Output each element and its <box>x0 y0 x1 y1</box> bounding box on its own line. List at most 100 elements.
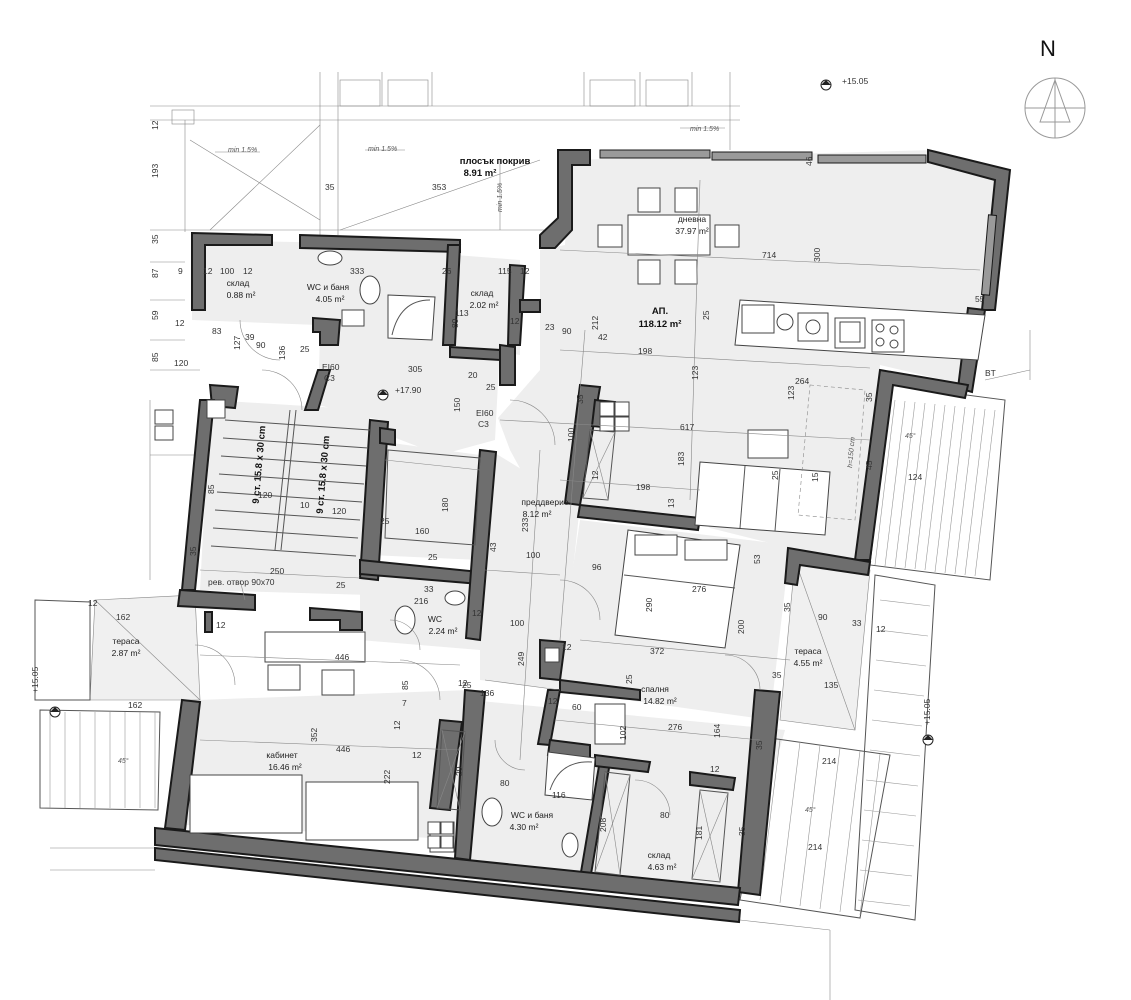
dim: 15 <box>810 472 820 482</box>
dim: 120 <box>258 490 272 500</box>
dim: 100 <box>566 428 576 442</box>
dim: 136 <box>277 346 287 360</box>
dim: 35 <box>737 826 747 836</box>
north-label: N <box>1040 36 1056 61</box>
north-compass <box>1024 77 1086 139</box>
dim: 102 <box>618 726 628 740</box>
dim: 9 <box>178 266 183 276</box>
dim: 59 <box>150 310 160 320</box>
wc-area: 2.24 m² <box>429 626 458 636</box>
dim: 115 <box>498 266 512 276</box>
dim: 150 <box>452 398 462 412</box>
dim: 214 <box>822 756 836 766</box>
dim: 12 <box>458 678 468 688</box>
dim: 162 <box>128 700 142 710</box>
dim: 29 <box>454 766 464 776</box>
c3-a: C3 <box>324 373 335 383</box>
dim: 60 <box>572 702 582 712</box>
dim: 23 <box>545 322 555 332</box>
ei60-a: EI60 <box>322 362 340 372</box>
dim: 276 <box>692 584 706 594</box>
bedroom-area: 14.82 m² <box>643 696 677 706</box>
roof-area: 8.91 m² <box>464 168 497 179</box>
dim: 85 <box>150 352 160 362</box>
slope-3: min 1.5% <box>690 126 719 133</box>
dim: 35 <box>188 546 198 556</box>
dim: 12 <box>562 642 572 652</box>
terrace-left-name: тераса <box>113 636 140 646</box>
dim: 35 <box>575 394 585 404</box>
dim: 352 <box>309 728 319 742</box>
dim: 100 <box>526 550 540 560</box>
storage-left-name: склад <box>227 278 250 288</box>
dim: 12 <box>150 120 160 130</box>
dim: 25 <box>462 680 472 690</box>
wc-bath-top-name: WC и баня <box>307 282 350 292</box>
dim: 25 <box>624 674 634 684</box>
dim: 35 <box>782 602 792 612</box>
dim: 100 <box>510 618 524 628</box>
dim: 198 <box>636 482 650 492</box>
dim: 12 <box>412 750 422 760</box>
dim: 85 <box>206 484 216 494</box>
dimension-texts: 12 193 35 353 87 59 85 35 9 12 100 12 33… <box>88 120 985 852</box>
office-name: кабинет <box>266 750 297 760</box>
dim: 181 <box>694 826 704 840</box>
dim: 276 <box>668 722 682 732</box>
dim: 25 <box>701 310 711 320</box>
dim: 183 <box>676 452 686 466</box>
dim: 12 <box>243 266 253 276</box>
dim: 53 <box>752 554 762 564</box>
dimension-lines <box>199 179 981 761</box>
top-neighbour-windows <box>171 79 689 125</box>
dim: 7 <box>402 698 407 708</box>
dim: 33 <box>424 584 434 594</box>
dim: 12 <box>203 266 213 276</box>
wc-bath-bottom-name: WC и баня <box>511 810 554 820</box>
dim: 12 <box>710 764 720 774</box>
terrace-right-area: 4.55 m² <box>794 658 823 668</box>
dim: 12 <box>548 696 558 706</box>
roof-name: плосък покрив <box>460 156 531 167</box>
dim: 249 <box>516 652 526 666</box>
dim: 135 <box>824 680 838 690</box>
apartment-area: 118.12 m² <box>639 319 682 330</box>
dim: 222 <box>382 770 392 784</box>
door-swings <box>194 319 761 816</box>
bt-label: BT <box>985 368 996 378</box>
ei60-b: EI60 <box>476 408 494 418</box>
dim: 372 <box>650 646 664 656</box>
dim: 127 <box>232 336 242 350</box>
wc-name: WC <box>428 614 442 624</box>
living-name: дневна <box>678 214 707 224</box>
dim: 12 <box>392 720 402 730</box>
dim: 180 <box>440 498 450 512</box>
storage-bottom-area: 4.63 m² <box>648 862 677 872</box>
dim: 25 <box>428 552 438 562</box>
dim: 113 <box>455 308 469 318</box>
dim: 446 <box>335 652 349 662</box>
dim: 714 <box>762 250 776 260</box>
dim: 353 <box>432 182 446 192</box>
dim: 100 <box>220 266 234 276</box>
dim: 208 <box>598 818 608 832</box>
dim: 25 <box>770 470 780 480</box>
dim: 198 <box>638 346 652 356</box>
dim: 216 <box>414 596 428 606</box>
slope-1: min 1.5% <box>228 147 257 154</box>
level-stair: +17.90 <box>395 385 422 395</box>
office-area: 16.46 m² <box>268 762 302 772</box>
dim: 35 <box>772 670 782 680</box>
apartment-name: АП. <box>652 306 668 317</box>
dim: 123 <box>690 366 700 380</box>
windows <box>599 149 998 296</box>
dim: 26 <box>442 266 452 276</box>
dim: 45 <box>864 460 874 470</box>
dim: 617 <box>680 422 694 432</box>
dim: 25 <box>380 516 390 526</box>
terraces <box>34 384 1006 921</box>
dim: 12 <box>590 470 600 480</box>
dim: 10 <box>300 500 310 510</box>
dim: 305 <box>408 364 422 374</box>
